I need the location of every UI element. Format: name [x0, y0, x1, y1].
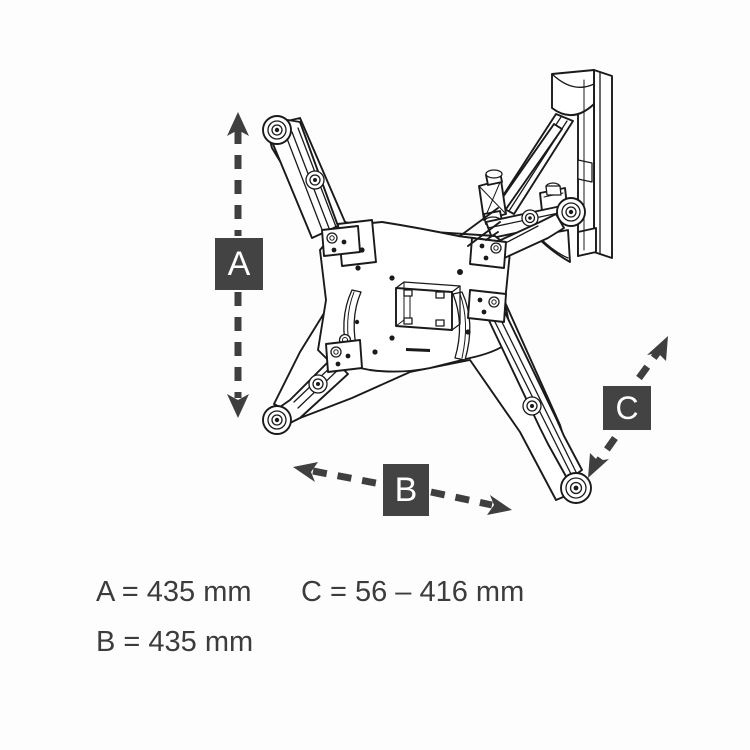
dimension-arrow-c [588, 336, 668, 478]
legend-value-a: A = 435 mm [96, 576, 252, 608]
dimension-legend: A = 435 mm C = 56 – 416 mm B = 435 mm [96, 576, 696, 676]
vesa-arms-group [262, 115, 592, 504]
lower-right-arm-group [485, 197, 586, 239]
dimension-label-b: B [383, 464, 429, 516]
legend-value-b: B = 435 mm [96, 626, 254, 658]
dimension-label-c: C [603, 386, 651, 430]
dimension-label-a: A [215, 238, 263, 290]
dimension-arrow-b [293, 462, 512, 515]
legend-row: B = 435 mm [96, 626, 696, 676]
upper-tie-group [459, 207, 501, 247]
legend-value-c: C = 56 – 416 mm [301, 576, 525, 608]
legend-row: A = 435 mm C = 56 – 416 mm [96, 576, 696, 626]
dimension-arrow-a [227, 112, 249, 418]
wall-plate-group [551, 69, 613, 259]
